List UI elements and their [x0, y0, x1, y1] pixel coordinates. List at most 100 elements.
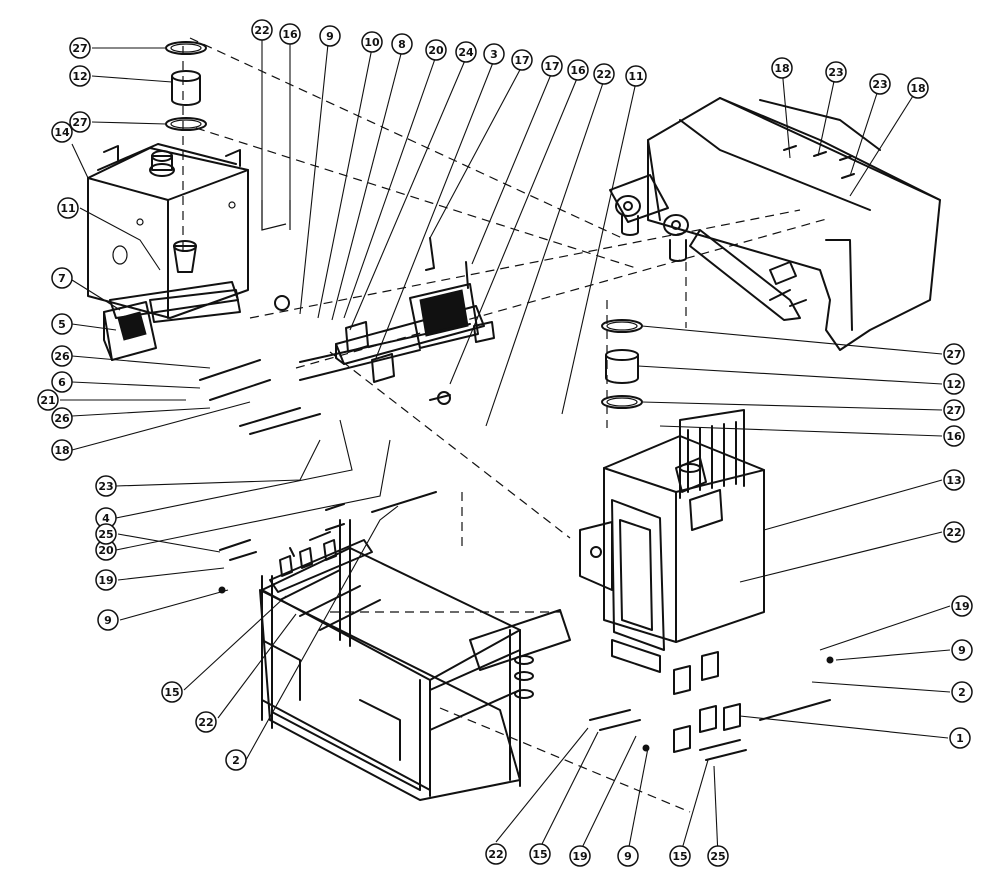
- callout-label: 17: [544, 60, 559, 73]
- callout-12: 12: [943, 373, 965, 395]
- callout-circle: [51, 439, 73, 461]
- callout-circle: [251, 19, 273, 41]
- callout-label: 17: [514, 54, 529, 67]
- callout-circle: [69, 37, 91, 59]
- callout-label: 1: [956, 732, 964, 745]
- callout-23: 23: [825, 61, 847, 83]
- callout-circle: [161, 681, 183, 703]
- callout-21: 21: [37, 389, 59, 411]
- callout-label: 7: [58, 272, 66, 285]
- callout-label: 27: [72, 116, 87, 129]
- callout-label: 3: [490, 48, 498, 61]
- leader-lines: [60, 40, 951, 857]
- callout-22: 22: [943, 521, 965, 543]
- callout-27: 27: [943, 343, 965, 365]
- callout-circle: [485, 843, 507, 865]
- callout-17: 17: [541, 55, 563, 77]
- callout-circle: [943, 469, 965, 491]
- callout-label: 9: [958, 644, 966, 657]
- callout-circle: [617, 845, 639, 867]
- callout-1: 1: [949, 727, 971, 749]
- callout-15: 15: [529, 843, 551, 865]
- callout-circle: [771, 57, 793, 79]
- callout-label: 22: [198, 716, 213, 729]
- callout-label: 22: [946, 526, 961, 539]
- callout-6: 6: [51, 371, 73, 393]
- callout-label: 25: [710, 850, 725, 863]
- callout-circle: [37, 389, 59, 411]
- callout-26: 26: [51, 345, 73, 367]
- callout-label: 20: [428, 44, 444, 57]
- callout-22: 22: [593, 63, 615, 85]
- callout-circle: [51, 345, 73, 367]
- callout-label: 2: [232, 754, 240, 767]
- callout-22: 22: [485, 843, 507, 865]
- callout-label: 27: [72, 42, 87, 55]
- callout-circle: [455, 41, 477, 63]
- callout-circle: [279, 23, 301, 45]
- callout-label: 4: [102, 512, 110, 525]
- top-left-seal-stack: [165, 41, 207, 131]
- callout-circle: [907, 77, 929, 99]
- callout-9: 9: [951, 639, 973, 661]
- callout-circle: [529, 843, 551, 865]
- callout-13: 13: [943, 469, 965, 491]
- callout-9: 9: [97, 609, 119, 631]
- callout-label: 22: [488, 848, 503, 861]
- callout-22: 22: [195, 711, 217, 733]
- central-shaft-assembly: [274, 283, 495, 405]
- callout-10: 10: [361, 31, 383, 53]
- callout-label: 23: [872, 78, 887, 91]
- callout-label: 6: [58, 376, 66, 389]
- callout-label: 8: [398, 38, 406, 51]
- callout-label: 12: [72, 70, 87, 83]
- callout-label: 23: [828, 66, 843, 79]
- callout-label: 26: [54, 350, 70, 363]
- top-right-frame: [609, 97, 941, 351]
- callout-label: 15: [164, 686, 179, 699]
- loose-hardware: [199, 145, 855, 761]
- callout-circle: [943, 425, 965, 447]
- callout-19: 19: [95, 569, 117, 591]
- callout-5: 5: [51, 313, 73, 335]
- callout-circle: [943, 521, 965, 543]
- callout-label: 22: [254, 24, 269, 37]
- callout-circle: [943, 373, 965, 395]
- lower-frame: [259, 519, 571, 801]
- callout-16: 16: [943, 425, 965, 447]
- callout-circle: [391, 33, 413, 55]
- callout-label: 9: [326, 30, 334, 43]
- callout-label: 27: [946, 348, 961, 361]
- callout-4: 4: [95, 507, 117, 529]
- callout-circle: [95, 569, 117, 591]
- callout-23: 23: [95, 475, 117, 497]
- callout-25: 25: [707, 845, 729, 867]
- callout-9: 9: [319, 25, 341, 47]
- callout-16: 16: [567, 59, 589, 81]
- callout-label: 2: [958, 686, 966, 699]
- callout-circle: [95, 475, 117, 497]
- callout-15: 15: [669, 845, 691, 867]
- callout-19: 19: [569, 845, 591, 867]
- callout-12: 12: [69, 65, 91, 87]
- callout-circle: [51, 371, 73, 393]
- callout-circle: [949, 727, 971, 749]
- callout-24: 24: [455, 41, 477, 63]
- callout-circle: [97, 609, 119, 631]
- callout-17: 17: [511, 49, 533, 71]
- left-hopper-part-14: [87, 143, 249, 361]
- callout-circle: [361, 31, 383, 53]
- callout-circle: [425, 39, 447, 61]
- callout-label: 15: [532, 848, 547, 861]
- callout-label: 18: [54, 444, 69, 457]
- callout-label: 21: [40, 394, 55, 407]
- callout-label: 24: [458, 46, 474, 59]
- callout-label: 14: [54, 126, 70, 139]
- callout-15: 15: [161, 681, 183, 703]
- callout-label: 13: [946, 474, 961, 487]
- callout-circle: [951, 595, 973, 617]
- callout-14: 14: [51, 121, 73, 143]
- callout-27: 27: [69, 37, 91, 59]
- callout-20: 20: [425, 39, 447, 61]
